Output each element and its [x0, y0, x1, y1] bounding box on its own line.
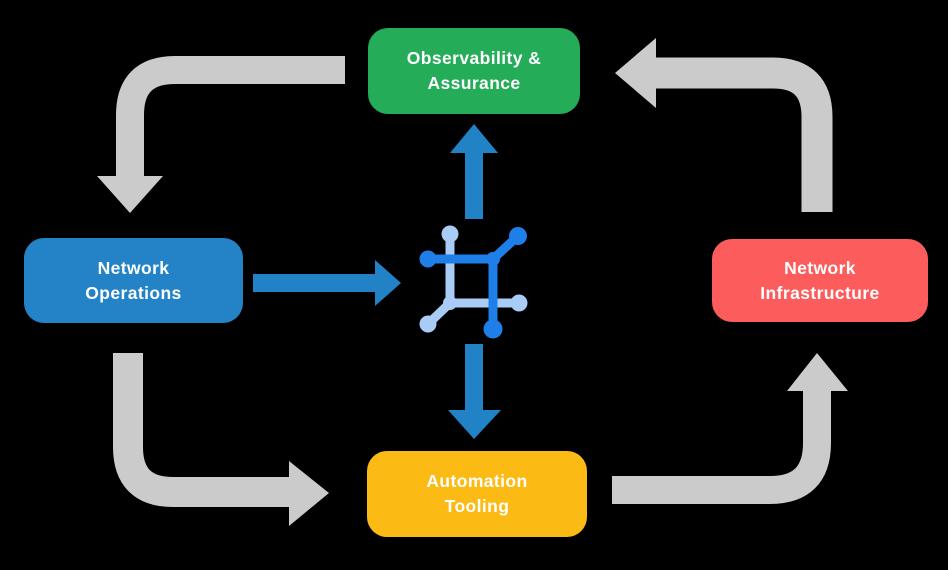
cycle-arrow-infrastructure-to-observability: [615, 38, 833, 212]
flow-arrow-icon-to-automation: [448, 344, 501, 439]
network-grid-icon: [419, 225, 528, 339]
cycle-arrow-operations-to-automation: [113, 353, 329, 526]
node-label-line: Assurance: [427, 73, 521, 93]
node-label-line: Observability &: [406, 48, 542, 69]
flow-arrow-operations-to-icon: [253, 260, 401, 306]
node-label-line: Network: [784, 257, 856, 278]
node-label-line: Tooling: [444, 496, 510, 516]
network-grid-icon-dark-part: [419, 227, 527, 339]
node-label-line: Network: [97, 257, 170, 278]
node-label-line: Automation: [426, 471, 528, 492]
cycle-arrow-observability-to-operations: [97, 56, 345, 213]
node-automation-tooling: Automation Tooling: [367, 451, 587, 537]
flow-arrow-icon-to-observability: [450, 124, 498, 219]
node-label-line: Infrastructure: [760, 282, 880, 303]
cycle-arrow-automation-to-infrastructure: [612, 353, 848, 504]
node-network-operations: Network Operations: [24, 238, 243, 323]
node-observability-assurance: Observability & Assurance: [368, 28, 580, 114]
node-network-infrastructure: Network Infrastructure: [712, 239, 928, 322]
node-label-line: Operations: [85, 282, 182, 303]
